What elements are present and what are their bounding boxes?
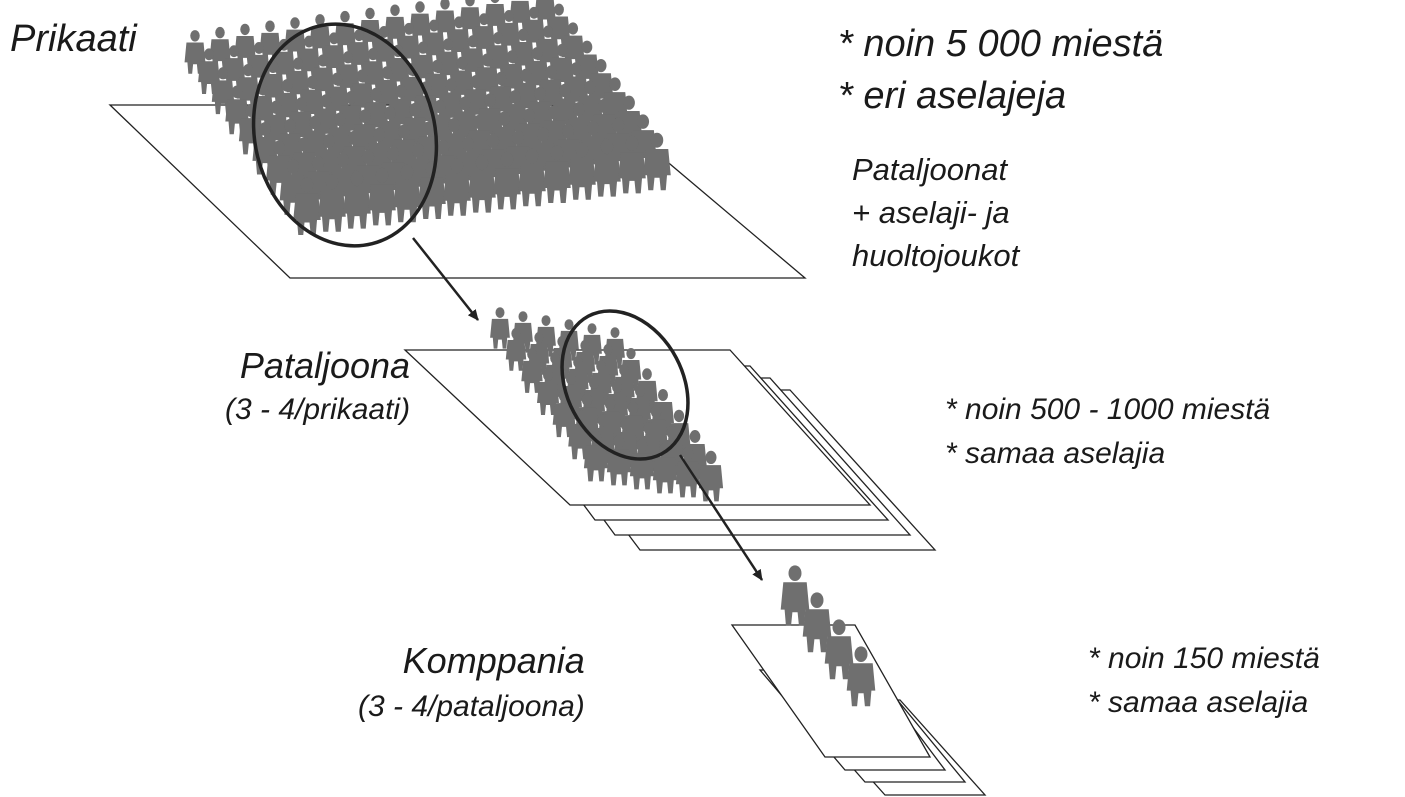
brigade-composition-line-1: Pataljoonat — [852, 148, 1019, 191]
brigade-fact-strength: * noin 5 000 miestä — [838, 18, 1163, 70]
battalion-fact-branch: * samaa aselajia — [945, 432, 1270, 476]
brigade-soldier-crowd — [185, 0, 671, 235]
company-count: (3 - 4/pataljoona) — [358, 690, 585, 724]
battalion-fact-strength: * noin 500 - 1000 miestä — [945, 388, 1270, 432]
company-label: Komppania — [358, 640, 585, 682]
battalion-count: (3 - 4/prikaati) — [225, 393, 410, 427]
brigade-label: Prikaati — [10, 18, 137, 61]
battalion-label-group: Pataljoona (3 - 4/prikaati) — [225, 345, 410, 427]
soldier-figure-icon — [490, 307, 510, 348]
battalion-facts: * noin 500 - 1000 miestä * samaa aselaji… — [945, 388, 1270, 476]
brigade-facts: * noin 5 000 miestä * eri aselajeja — [838, 18, 1163, 122]
brigade-composition: Pataljoonat + aselaji- ja huoltojoukot — [852, 148, 1019, 277]
brigade-composition-line-3: huoltojoukot — [852, 234, 1019, 277]
company-fact-branch: * samaa aselajia — [1088, 681, 1320, 725]
drill-down-arrow-1 — [413, 238, 478, 320]
brigade-fact-branches: * eri aselajeja — [838, 70, 1163, 122]
company-fact-strength: * noin 150 miestä — [1088, 637, 1320, 681]
brigade-composition-line-2: + aselaji- ja — [852, 191, 1019, 234]
company-label-group: Komppania (3 - 4/pataljoona) — [358, 640, 585, 724]
company-facts: * noin 150 miestä * samaa aselajia — [1088, 637, 1320, 725]
battalion-label: Pataljoona — [225, 345, 410, 387]
